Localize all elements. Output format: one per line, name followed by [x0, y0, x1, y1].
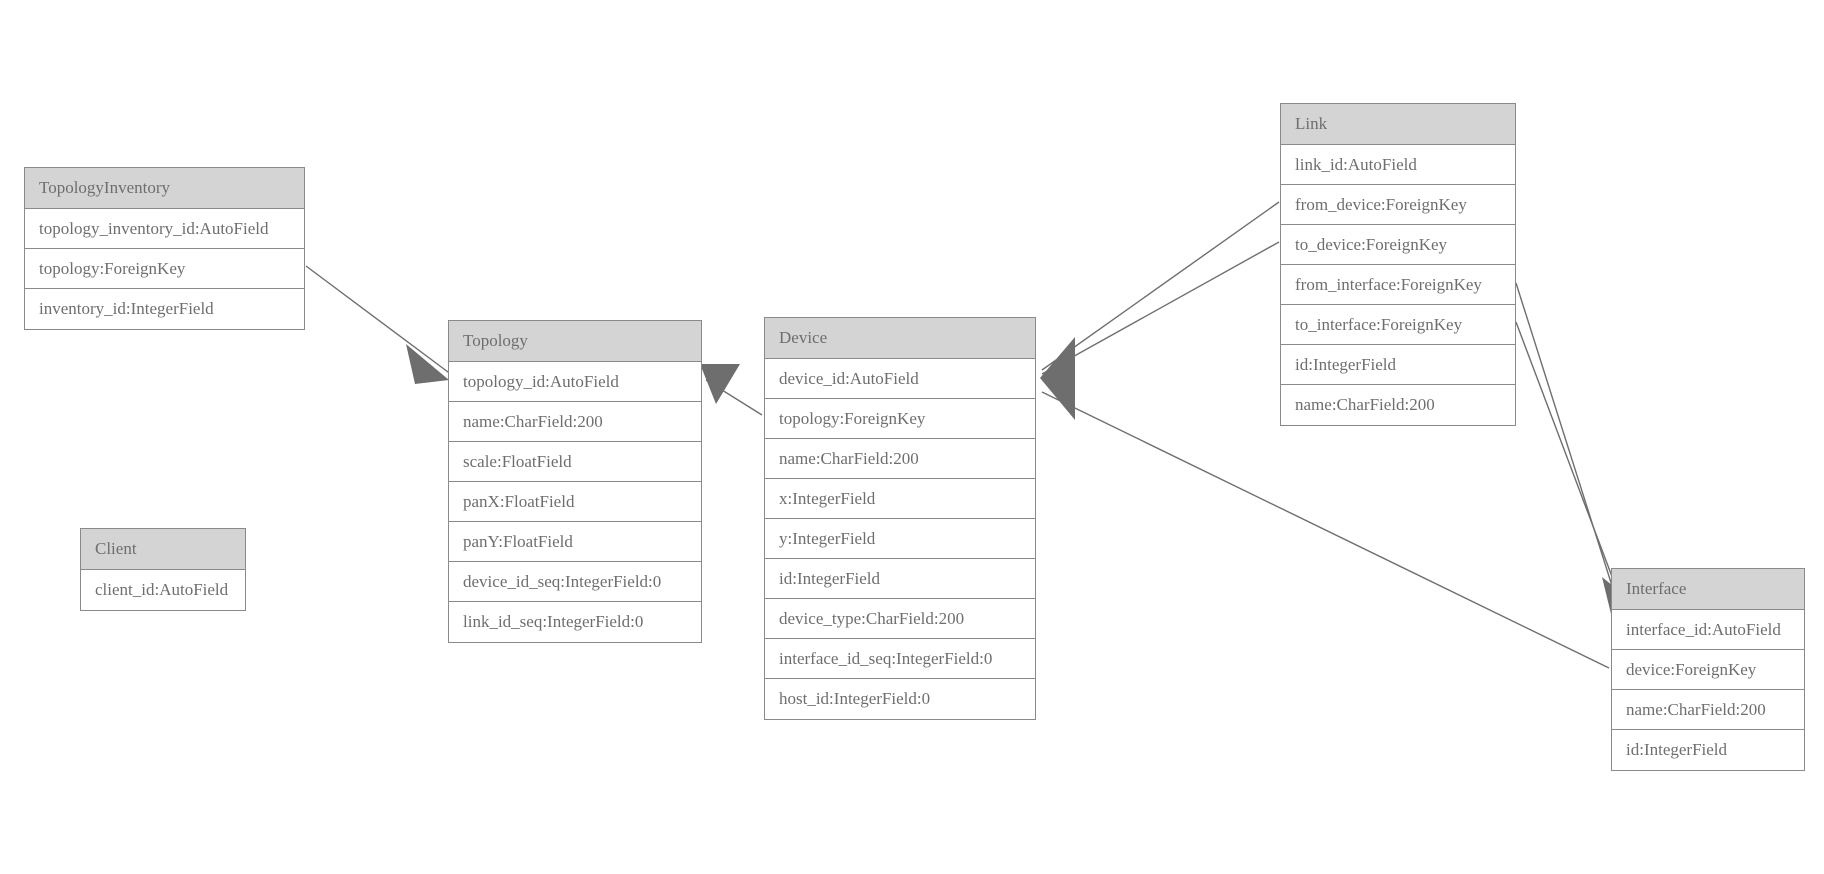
field-row: link_id:AutoField	[1281, 145, 1515, 185]
edge-link-to-device	[1041, 241, 1280, 375]
entity-title-topologyinventory: TopologyInventory	[25, 168, 304, 209]
field-row: device_id:AutoField	[765, 359, 1035, 399]
field-row: device:ForeignKey	[1612, 650, 1804, 690]
arrowhead-device-right-lower	[1040, 378, 1075, 420]
entity-title-device: Device	[765, 318, 1035, 359]
field-row: inventory_id:IntegerField	[25, 289, 304, 329]
field-row: name:CharField:200	[765, 439, 1035, 479]
field-row: id:IntegerField	[765, 559, 1035, 599]
field-row: from_device:ForeignKey	[1281, 185, 1515, 225]
entity-title-interface: Interface	[1612, 569, 1804, 610]
arrowhead-device-right-upper	[1040, 337, 1075, 378]
field-row: topology:ForeignKey	[25, 249, 304, 289]
field-row: to_device:ForeignKey	[1281, 225, 1515, 265]
arrowhead-topology-right	[700, 364, 740, 404]
entity-title-topology: Topology	[449, 321, 701, 362]
field-row: device_type:CharField:200	[765, 599, 1035, 639]
entity-link[interactable]: Link link_id:AutoField from_device:Forei…	[1280, 103, 1516, 426]
field-row: to_interface:ForeignKey	[1281, 305, 1515, 345]
field-row: interface_id:AutoField	[1612, 610, 1804, 650]
entity-title-link: Link	[1281, 104, 1515, 145]
entity-client[interactable]: Client client_id:AutoField	[80, 528, 246, 611]
field-row: topology_inventory_id:AutoField	[25, 209, 304, 249]
field-row: host_id:IntegerField:0	[765, 679, 1035, 719]
field-row: name:CharField:200	[1612, 690, 1804, 730]
edge-link-from-device	[1041, 201, 1280, 371]
field-row: link_id_seq:IntegerField:0	[449, 602, 701, 642]
field-row: interface_id_seq:IntegerField:0	[765, 639, 1035, 679]
field-row: scale:FloatField	[449, 442, 701, 482]
field-row: name:CharField:200	[449, 402, 701, 442]
entity-topologyinventory[interactable]: TopologyInventory topology_inventory_id:…	[24, 167, 305, 330]
entity-topology[interactable]: Topology topology_id:AutoField name:Char…	[448, 320, 702, 643]
field-row: id:IntegerField	[1612, 730, 1804, 770]
field-row: panY:FloatField	[449, 522, 701, 562]
field-row: x:IntegerField	[765, 479, 1035, 519]
field-row: topology_id:AutoField	[449, 362, 701, 402]
field-row: id:IntegerField	[1281, 345, 1515, 385]
field-row: device_id_seq:IntegerField:0	[449, 562, 701, 602]
field-row: client_id:AutoField	[81, 570, 245, 610]
field-row: name:CharField:200	[1281, 385, 1515, 425]
field-row: topology:ForeignKey	[765, 399, 1035, 439]
edge-topologyinventory-topology	[305, 265, 453, 376]
field-row: from_interface:ForeignKey	[1281, 265, 1515, 305]
entity-device[interactable]: Device device_id:AutoField topology:Fore…	[764, 317, 1036, 720]
field-row: y:IntegerField	[765, 519, 1035, 559]
entity-title-client: Client	[81, 529, 245, 570]
edge-device-topology	[705, 379, 763, 416]
edge-link-from-interface	[1515, 282, 1621, 612]
entity-interface[interactable]: Interface interface_id:AutoField device:…	[1611, 568, 1805, 771]
arrowhead-into-topology	[406, 344, 449, 384]
edge-link-to-interface	[1515, 321, 1626, 612]
edge-interface-device	[1041, 391, 1610, 669]
field-row: panX:FloatField	[449, 482, 701, 522]
